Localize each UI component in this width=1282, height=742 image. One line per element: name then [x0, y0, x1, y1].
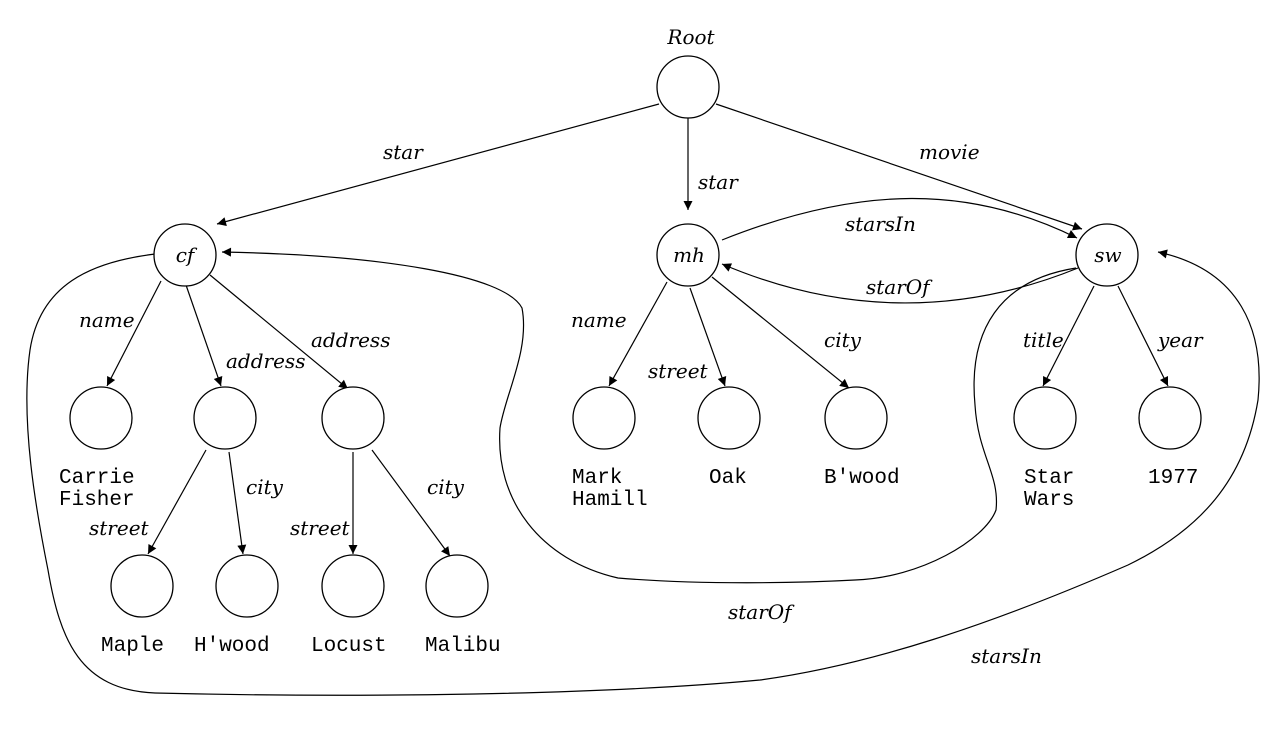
edge-sw-mh-starof [721, 263, 1079, 304]
edge-root-cf [216, 103, 660, 226]
edge-cf-sw-starsin-loop [26, 249, 1260, 696]
edge-sw-title [1042, 285, 1095, 387]
node-sw [1075, 223, 1139, 287]
node-1977 [1138, 386, 1202, 450]
edge-a1-city [228, 451, 247, 555]
value-fisher: Fisher [59, 489, 135, 512]
edge-a1-street [147, 449, 207, 555]
edge-label-cf-address1: address [226, 349, 305, 373]
edges [26, 103, 1260, 696]
node-mark-hamill [572, 386, 636, 450]
node-mh [656, 223, 720, 287]
edge-label-sw-title: title [1023, 328, 1064, 352]
value-star: Star [1024, 467, 1074, 490]
edge-label-root-sw: movie [919, 140, 980, 164]
value-hamill: Hamill [572, 489, 648, 512]
node-maple [110, 554, 174, 618]
node-root [656, 55, 720, 119]
value-wars: Wars [1024, 489, 1074, 512]
edge-mh-city [711, 276, 850, 389]
node-carrie-fisher [69, 386, 133, 450]
edge-label-root-mh: star [698, 170, 739, 194]
edge-label-starsin-loop: starsIn [971, 644, 1042, 668]
value-carrie: Carrie [59, 467, 135, 490]
value-bwood: B'wood [824, 467, 900, 490]
node-sw-label: sw [1094, 243, 1121, 267]
edge-cf-address1 [185, 284, 223, 387]
edge-root-sw [715, 103, 1083, 231]
edge-label-mh-city: city [824, 328, 862, 352]
node-locust [321, 554, 385, 618]
edge-sw-year [1117, 285, 1169, 387]
node-address2 [321, 386, 385, 450]
edge-mh-name [608, 281, 668, 387]
edge-labels: star star movie starsIn starOf name addr… [79, 140, 1204, 668]
node-star-wars [1013, 386, 1077, 450]
edge-label-sw-mh: starOf [866, 275, 933, 299]
edge-sw-cf-starof-loop [221, 247, 1077, 584]
edge-label-a2-street: street [290, 516, 351, 540]
node-mh-label: mh [673, 243, 705, 267]
value-maple: Maple [101, 635, 164, 658]
edge-label-root-cf: star [383, 140, 424, 164]
edge-label-sw-year: year [1157, 328, 1204, 352]
edge-label-cf-address2: address [311, 328, 390, 352]
node-address1 [193, 386, 257, 450]
edge-label-mh-name: name [571, 308, 627, 332]
node-labels: Root cf mh sw [176, 25, 1122, 267]
value-hwood: H'wood [194, 635, 270, 658]
node-malibu [425, 554, 489, 618]
edge-a2-city [371, 449, 451, 557]
edge-cf-name [106, 280, 162, 387]
edge-label-a2-city: city [427, 475, 465, 499]
edge-label-mh-street: street [648, 359, 709, 383]
edge-label-a1-street: street [89, 516, 150, 540]
edge-label-mh-sw: starsIn [845, 212, 916, 236]
edge-mh-sw-starsin [721, 197, 1078, 241]
root-label: Root [666, 25, 715, 49]
edge-label-starof-loop: starOf [728, 600, 795, 624]
edge-cf-address2 [209, 274, 349, 390]
value-mark-hamill: Mark Hamill [572, 467, 648, 512]
node-hwood [215, 554, 279, 618]
node-cf [153, 223, 217, 287]
value-malibu: Malibu [425, 635, 501, 658]
node-cf-label: cf [176, 243, 198, 267]
nodes [69, 55, 1202, 618]
value-mark: Mark [572, 467, 622, 490]
edge-label-cf-name: name [79, 308, 135, 332]
value-1977: 1977 [1148, 467, 1198, 490]
value-carrie-fisher: Carrie Fisher [59, 467, 147, 512]
value-labels: Carrie Fisher Maple H'wood Locust Malibu… [59, 467, 1198, 658]
value-oak: Oak [709, 467, 747, 490]
value-star-wars: Star Wars [1024, 467, 1087, 512]
node-oak [697, 386, 761, 450]
edge-label-a1-city: city [246, 475, 284, 499]
edge-mh-street [689, 287, 727, 387]
node-bwood [824, 386, 888, 450]
value-locust: Locust [311, 635, 387, 658]
